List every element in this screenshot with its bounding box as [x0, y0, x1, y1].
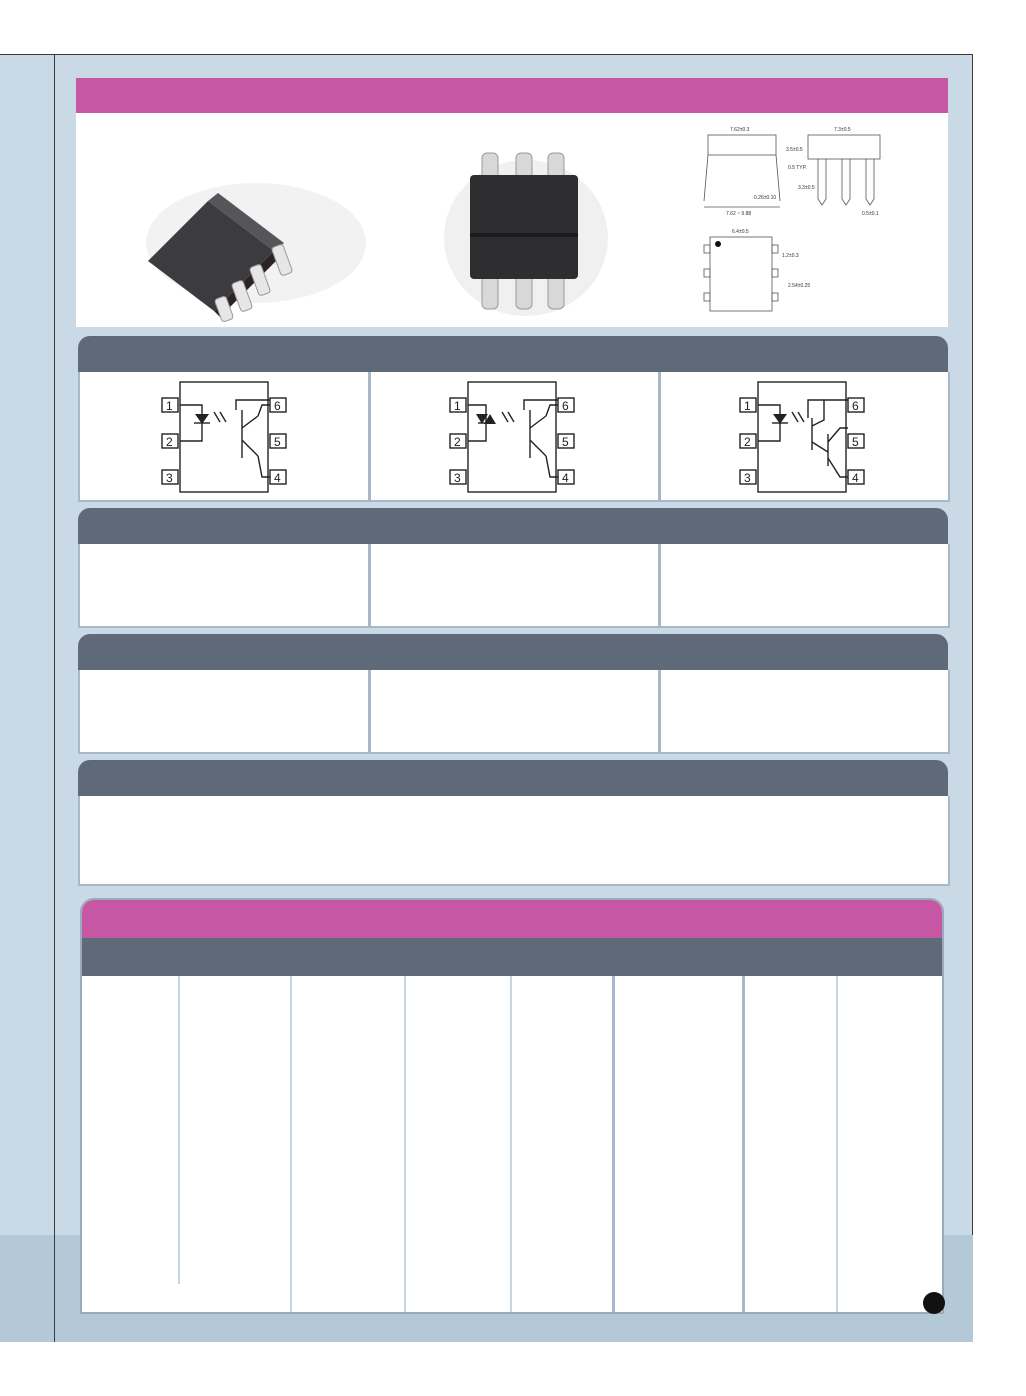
pin-5-label: 5: [274, 435, 281, 449]
column-divider: [368, 670, 371, 752]
table-column-divider: [404, 976, 406, 1312]
pin-5-label: 5: [562, 435, 569, 449]
table-column-divider: [290, 976, 292, 1312]
dim-side-width: 7.3±0.5: [834, 127, 851, 133]
table-column-divider: [178, 976, 180, 1284]
pin-1-label: 1: [454, 399, 461, 413]
dim-height: 3.5±0.5: [786, 147, 803, 153]
pin-1-label: 1: [744, 399, 751, 413]
product-images-panel: 7.62±0.3 7.3±0.5 7.62 ~ 9.88 6.4±0.5 2.5…: [76, 113, 948, 327]
schematic-ac-input: 1 2 3 6 5 4: [449, 381, 575, 493]
pin-4-label: 4: [852, 471, 859, 485]
pin-6-label: 6: [274, 399, 281, 413]
applications-section-header: [78, 634, 948, 670]
pin-4-label: 4: [274, 471, 281, 485]
pin-6-label: 6: [562, 399, 569, 413]
dimension-drawing: 7.62±0.3 7.3±0.5 7.62 ~ 9.88 6.4±0.5 2.5…: [703, 127, 881, 312]
table-column-divider: [612, 976, 615, 1312]
table-column-divider: [742, 976, 745, 1312]
dim-shoulder: 1.2±0.3: [782, 253, 799, 259]
dim-typ: 0.5 TYP.: [788, 165, 807, 171]
pin-4-label: 4: [562, 471, 569, 485]
dim-lead-height: 3.3±0.5: [798, 185, 815, 191]
table-column-divider: [836, 976, 838, 1312]
dim-lead: 0.5±0.1: [862, 211, 879, 217]
left-margin-line: [54, 54, 55, 1342]
description-section-body: [78, 796, 950, 886]
pin-2-label: 2: [744, 435, 751, 449]
column-divider: [658, 372, 661, 500]
column-divider: [658, 544, 661, 626]
schematic-transistor-output: 1 2 3 6 5 4: [161, 381, 287, 493]
table-column-divider: [510, 976, 512, 1312]
table-header-row: [82, 938, 942, 976]
dim-top-width: 7.62±0.3: [730, 127, 750, 133]
pin-3-label: 3: [744, 471, 751, 485]
pin-2-label: 2: [166, 435, 173, 449]
dim-seat: 0.26±0.10: [754, 195, 776, 201]
specification-table: [80, 898, 944, 1314]
product-title-bar: [76, 78, 948, 113]
page-marker-dot: [923, 1292, 945, 1314]
table-title-bar: [82, 900, 942, 938]
applications-section-body: [78, 670, 950, 754]
pin-3-label: 3: [166, 471, 173, 485]
schematic-section-header: [78, 336, 948, 372]
pin-3-label: 3: [454, 471, 461, 485]
column-divider: [368, 372, 371, 500]
smd-package-photo: [146, 183, 366, 322]
dim-lead-span: 7.62 ~ 9.88: [726, 211, 751, 217]
dim-pitch: 2.54±0.25: [788, 283, 810, 289]
schematic-section-body: 1 2 3 6 5 4: [78, 372, 950, 502]
pin-2-label: 2: [454, 435, 461, 449]
features-section-body: [78, 544, 950, 628]
dim-body: 6.4±0.5: [732, 229, 749, 235]
description-section-header: [78, 760, 948, 796]
column-divider: [368, 544, 371, 626]
column-divider: [658, 670, 661, 752]
schematic-darlington-output: 1 2 3 6 5 4: [739, 381, 865, 493]
dip-package-photo: [444, 152, 608, 316]
features-section-header: [78, 508, 948, 544]
pin-1-label: 1: [166, 399, 173, 413]
pin-5-label: 5: [852, 435, 859, 449]
pin-6-label: 6: [852, 399, 859, 413]
